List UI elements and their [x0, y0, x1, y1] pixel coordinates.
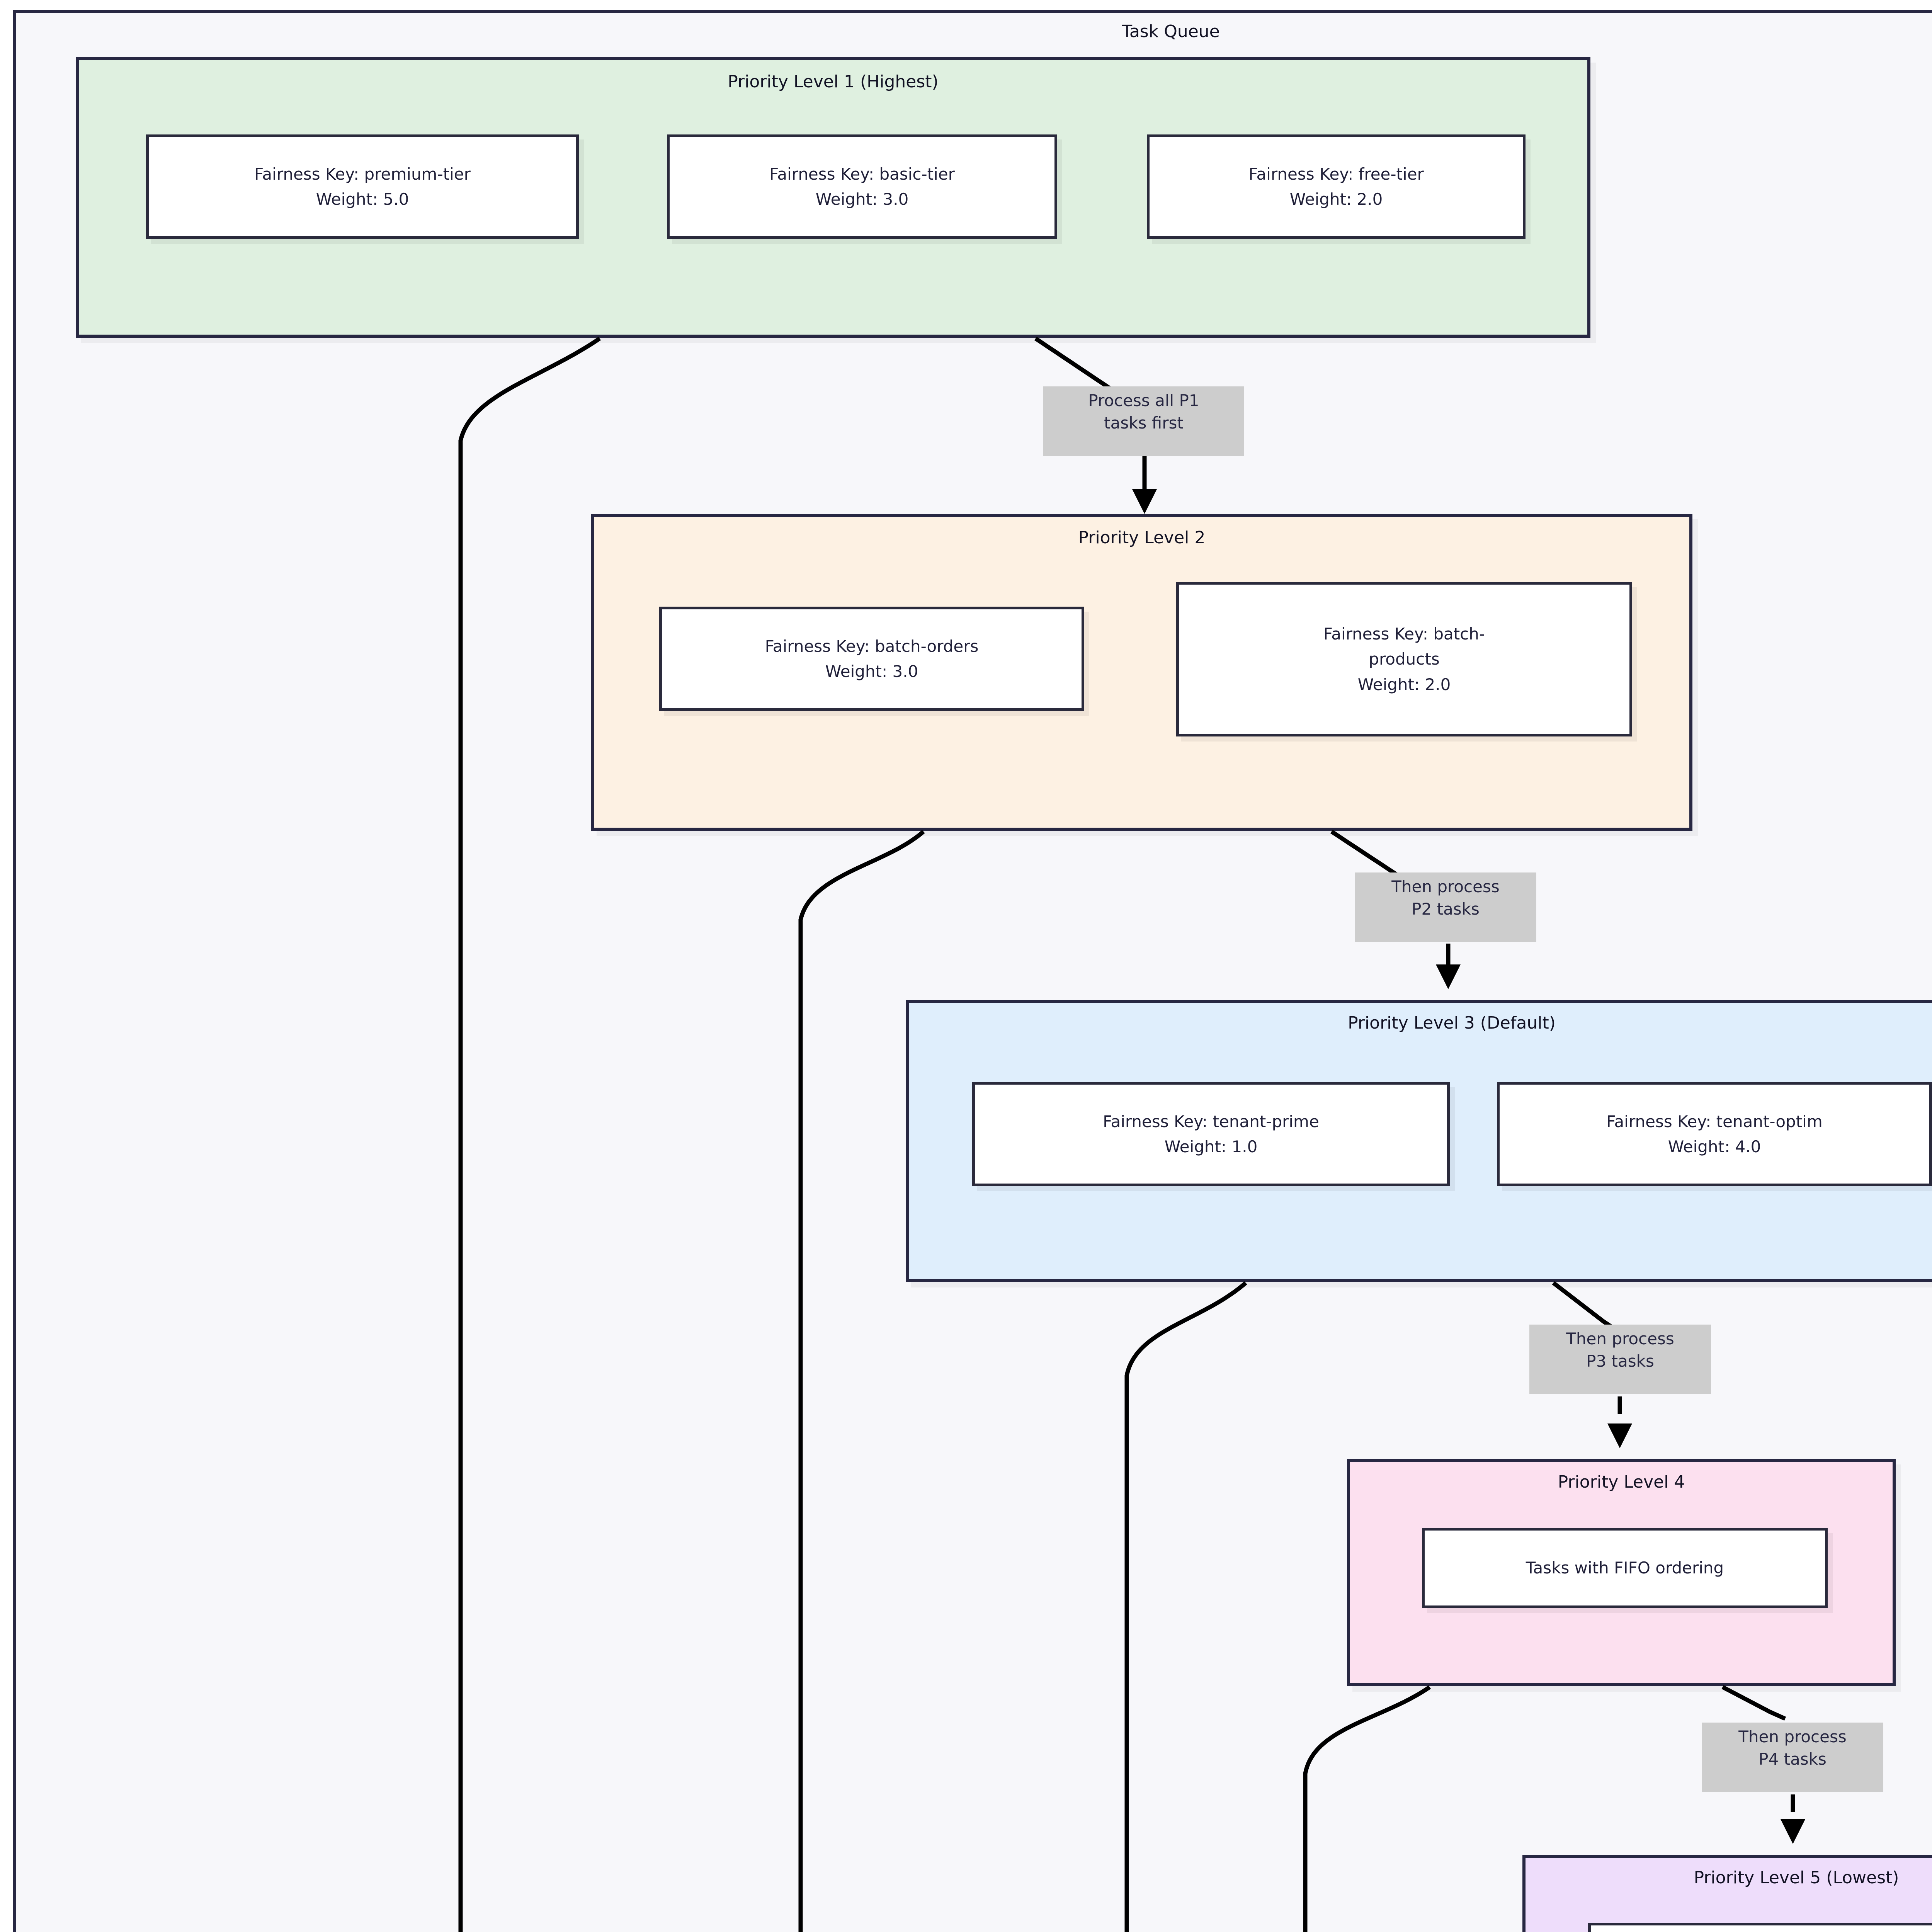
fifo-node-p5[interactable]: Tasks with FIFO ordering — [1588, 1923, 1932, 1932]
fairness-key-label: Fairness Key: basic-tier — [769, 164, 955, 184]
weight-label: Weight: 3.0 — [825, 662, 918, 681]
weight-label: Weight: 1.0 — [1164, 1137, 1258, 1156]
fairness-node-tenant-prime[interactable]: Fairness Key: tenant-prime Weight: 1.0 — [972, 1082, 1450, 1186]
weight-label: Weight: 3.0 — [815, 190, 909, 209]
fairness-node-batch-orders[interactable]: Fairness Key: batch-orders Weight: 3.0 — [659, 607, 1084, 711]
weight-label: Weight: 2.0 — [1289, 190, 1383, 209]
edge-label-p2-p3: Then process P2 tasks — [1355, 872, 1536, 942]
priority-level-4-title: Priority Level 4 — [1558, 1472, 1685, 1492]
weight-label: Weight: 4.0 — [1668, 1137, 1761, 1156]
edge-label-p4-p5: Then process P4 tasks — [1702, 1723, 1883, 1792]
priority-level-2-title: Priority Level 2 — [1078, 528, 1206, 548]
fairness-key-label-wrap: products — [1369, 650, 1440, 669]
subgraph-priority-level-5 — [1522, 1855, 1932, 1932]
fifo-node-p4[interactable]: Tasks with FIFO ordering — [1422, 1528, 1828, 1608]
fairness-key-label: Fairness Key: tenant-prime — [1103, 1112, 1319, 1131]
weight-label: Weight: 2.0 — [1357, 675, 1451, 694]
fairness-node-basic-tier[interactable]: Fairness Key: basic-tier Weight: 3.0 — [667, 134, 1057, 239]
edge-label-p1-p2: Process all P1 tasks first — [1043, 386, 1244, 456]
fairness-key-label: Fairness Key: free-tier — [1248, 164, 1424, 184]
priority-level-1-title: Priority Level 1 (Highest) — [728, 72, 939, 92]
fairness-key-label: Fairness Key: batch- — [1323, 624, 1485, 644]
task-queue-title: Task Queue — [1122, 22, 1220, 41]
fairness-node-batch-products[interactable]: Fairness Key: batch- products Weight: 2.… — [1176, 582, 1632, 736]
weight-label: Weight: 5.0 — [316, 190, 409, 209]
priority-level-5-title: Priority Level 5 (Lowest) — [1694, 1868, 1899, 1888]
fifo-label: Tasks with FIFO ordering — [1526, 1558, 1724, 1578]
fairness-node-tenant-optim[interactable]: Fairness Key: tenant-optim Weight: 4.0 — [1497, 1082, 1932, 1186]
fairness-node-free-tier[interactable]: Fairness Key: free-tier Weight: 2.0 — [1147, 134, 1526, 239]
edge-label-p3-p4: Then process P3 tasks — [1529, 1325, 1711, 1394]
fairness-key-label: Fairness Key: tenant-optim — [1606, 1112, 1823, 1131]
fairness-node-premium-tier[interactable]: Fairness Key: premium-tier Weight: 5.0 — [146, 134, 579, 239]
fairness-key-label: Fairness Key: batch-orders — [765, 636, 979, 656]
priority-level-3-title: Priority Level 3 (Default) — [1348, 1013, 1556, 1033]
fairness-key-label: Fairness Key: premium-tier — [254, 164, 471, 184]
